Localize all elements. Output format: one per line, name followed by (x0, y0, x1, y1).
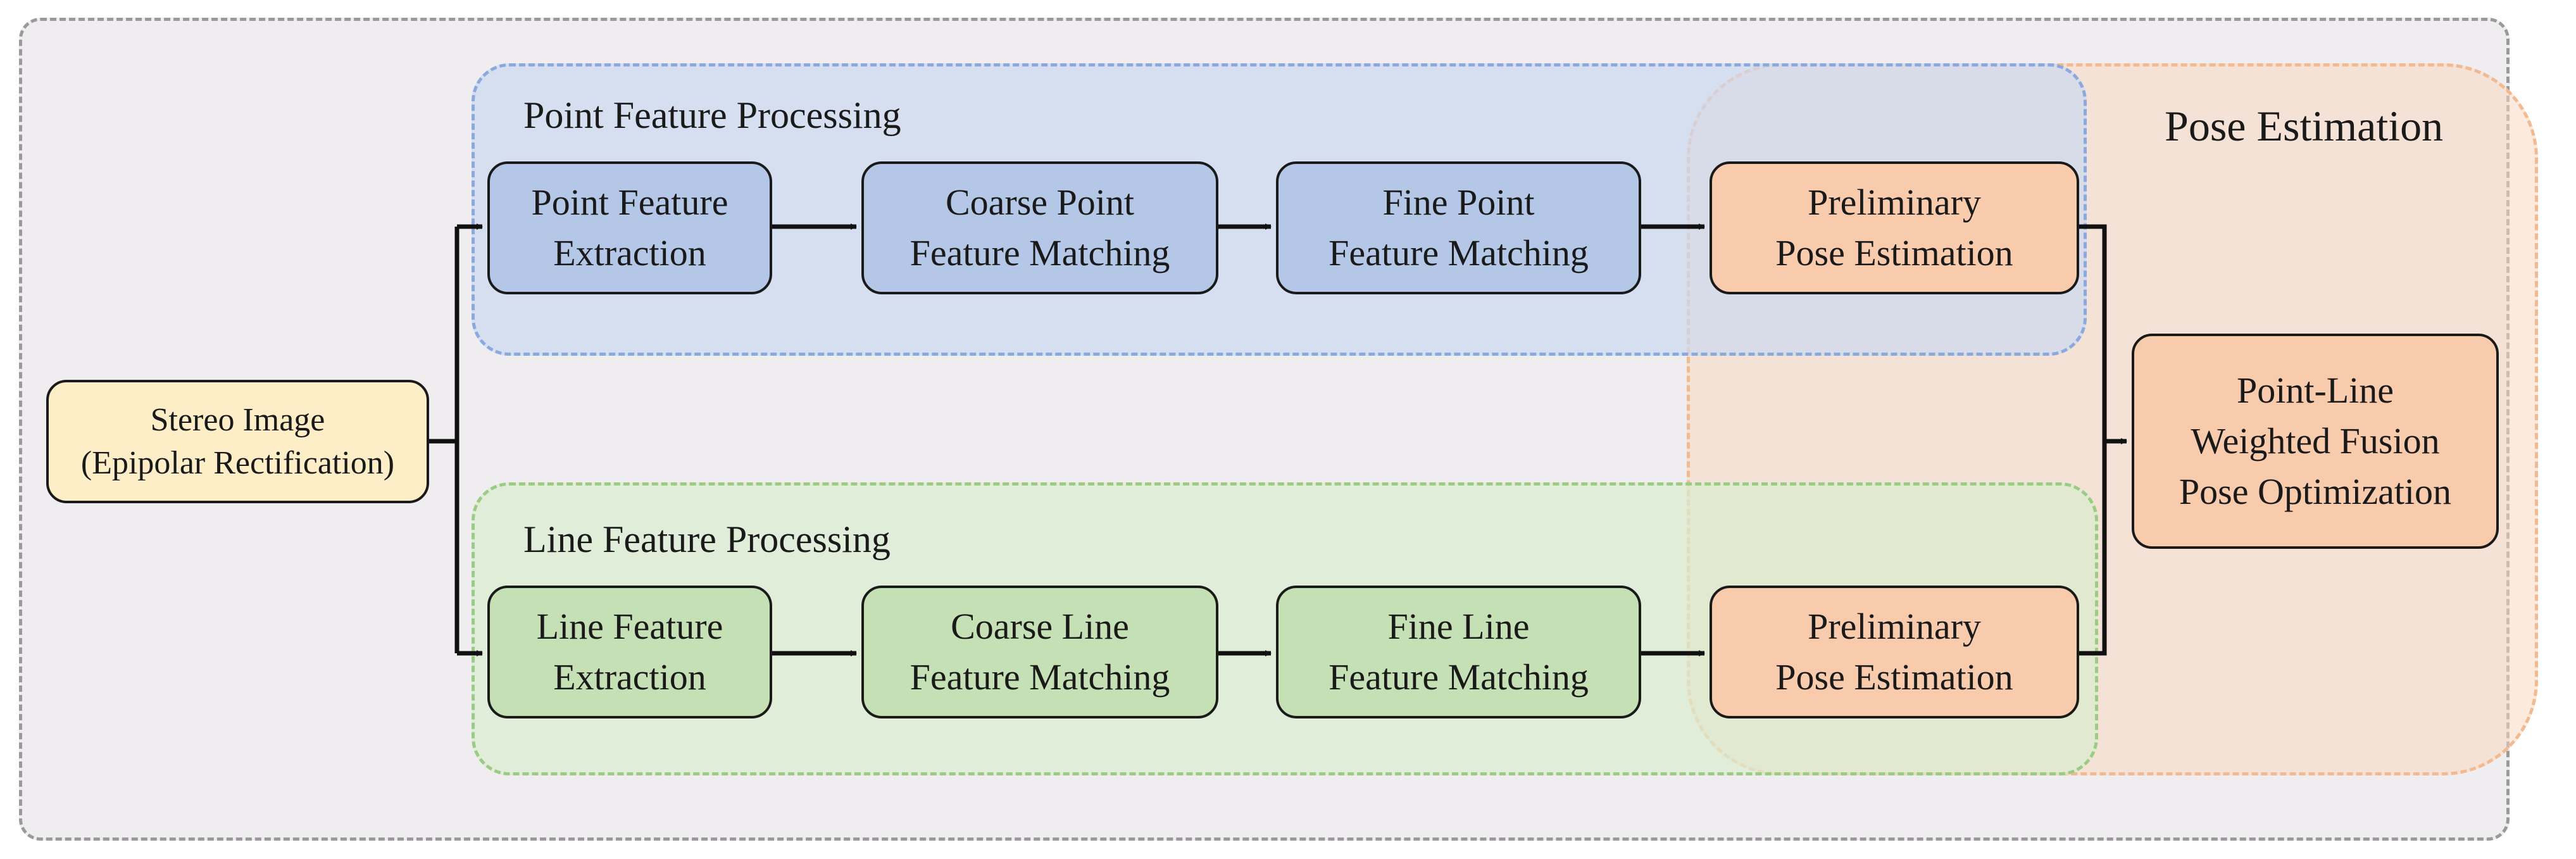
coarse-point-line-2: Feature Matching (910, 232, 1170, 273)
prelim-pose-point-line-2: Pose Estimation (1775, 232, 2013, 273)
fine-point-matching-box: Fine Point Feature Matching (1276, 161, 1641, 294)
coarse-point-line-1: Coarse Point (945, 182, 1135, 223)
line-region-label: Line Feature Processing (523, 518, 891, 560)
fusion-line-3: Pose Optimization (2179, 471, 2452, 512)
line-extraction-line-1: Line Feature (536, 606, 723, 647)
fusion-line-2: Weighted Fusion (2191, 420, 2440, 461)
line-extraction-line-2: Extraction (553, 656, 706, 698)
stereo-image-line-1: Stereo Image (150, 401, 325, 438)
fusion-line-1: Point-Line (2236, 370, 2394, 411)
coarse-point-matching-box: Coarse Point Feature Matching (861, 161, 1218, 294)
pose-region-label: Pose Estimation (2165, 102, 2444, 150)
stereo-image-box: Stereo Image (Epipolar Rectification) (46, 380, 429, 503)
prelim-pose-point-line-1: Preliminary (1808, 182, 1981, 223)
preliminary-pose-point-box: Preliminary Pose Estimation (1710, 161, 2079, 294)
fine-point-line-2: Feature Matching (1329, 232, 1589, 273)
preliminary-pose-line-box: Preliminary Pose Estimation (1710, 586, 2079, 718)
coarse-line-matching-box: Coarse Line Feature Matching (861, 586, 1218, 718)
prelim-merge-connector (2079, 224, 2107, 656)
point-feature-extraction-box: Point Feature Extraction (487, 161, 772, 294)
fine-line-line-1: Fine Line (1387, 606, 1530, 647)
stereo-branch-connector (429, 227, 460, 653)
fine-line-matching-box: Fine Line Feature Matching (1276, 586, 1641, 718)
prelim-pose-line-line-2: Pose Estimation (1775, 656, 2013, 698)
point-line-fusion-box: Point-Line Weighted Fusion Pose Optimiza… (2132, 334, 2499, 549)
fine-point-line-1: Fine Point (1382, 182, 1535, 223)
line-feature-extraction-box: Line Feature Extraction (487, 586, 772, 718)
coarse-line-line-2: Feature Matching (910, 656, 1170, 698)
stereo-image-line-2: (Epipolar Rectification) (80, 444, 395, 481)
coarse-line-line-1: Coarse Line (951, 606, 1129, 647)
point-extraction-line-2: Extraction (553, 232, 706, 273)
point-extraction-line-1: Point Feature (531, 182, 728, 223)
point-region-label: Point Feature Processing (523, 94, 901, 136)
prelim-pose-line-line-1: Preliminary (1808, 606, 1981, 647)
fine-line-line-2: Feature Matching (1329, 656, 1589, 698)
